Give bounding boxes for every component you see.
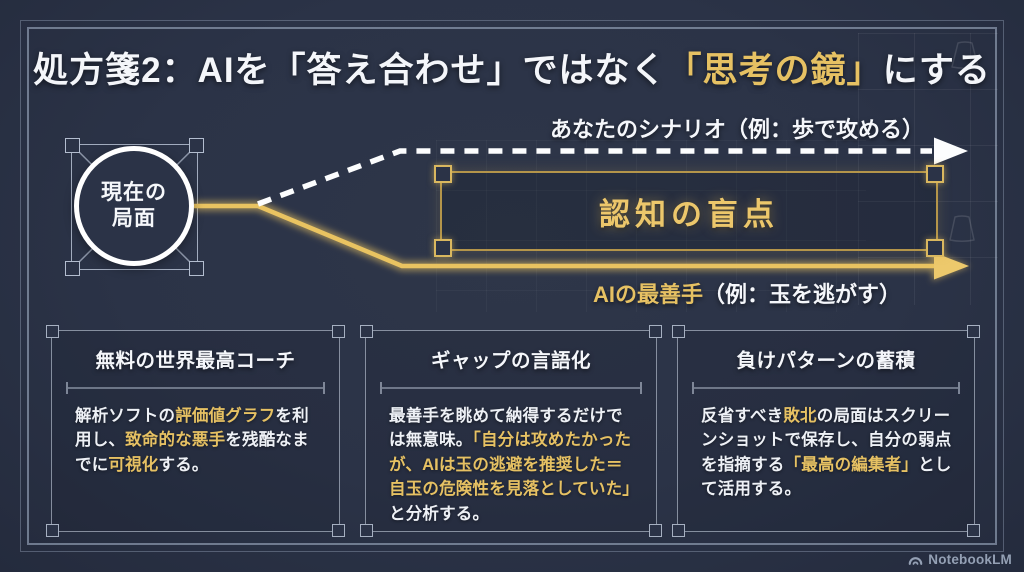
- card-free-coach: 無料の世界最高コーチ 解析ソフトの評価値グラフを利用し、致命的な悪手を残酷なまで…: [46, 325, 345, 537]
- shogi-piece-outline-icon: [949, 215, 975, 242]
- highlight-text: 致命的な悪手: [125, 431, 226, 450]
- corner-mark: [65, 261, 80, 276]
- notebooklm-logo-icon: [908, 557, 923, 565]
- page-title: 処方箋2：AIを「答え合わせ」ではなく「思考の鏡」にする: [0, 42, 1024, 93]
- notebooklm-watermark: NotebookLM: [908, 552, 1012, 567]
- corner-mark: [434, 239, 452, 257]
- plain-text: にする: [882, 51, 991, 90]
- plain-text: 最善手を眺めて納得するだけでは無意味。: [389, 407, 623, 450]
- highlight-text: 敗北: [783, 407, 817, 425]
- plain-text: 解析ソフトの: [75, 407, 176, 425]
- corner-mark: [967, 325, 980, 338]
- highlight-text: 「思考の鏡」: [666, 51, 883, 90]
- corner-mark: [189, 261, 204, 276]
- node-label-line1: 現在の: [101, 180, 167, 204]
- corner-mark: [649, 325, 662, 338]
- watermark-label: NotebookLM: [928, 552, 1012, 567]
- node-label-line2: 局面: [112, 207, 156, 230]
- corner-mark: [926, 165, 944, 183]
- highlight-text: 可視化: [108, 455, 159, 474]
- card-title: 無料の世界最高コーチ: [95, 350, 296, 372]
- corner-mark: [434, 165, 452, 183]
- highlight-text: 「最高の編集者」: [784, 455, 919, 474]
- blind-spot-box: 認知の盲点: [434, 165, 944, 257]
- plain-text: の局面はスクリーンショットで保存し、自分の弱点を指摘する: [701, 407, 952, 474]
- corner-mark: [65, 138, 80, 153]
- corner-mark: [360, 325, 373, 338]
- plain-text: と分析する。: [389, 504, 490, 523]
- plain-text: 反省すべき: [701, 407, 784, 425]
- corner-mark: [46, 524, 59, 537]
- corner-mark: [332, 325, 345, 338]
- corner-mark: [360, 524, 373, 537]
- highlight-text: 「自分は攻めたかったが、AIは玉の逃避を推奨した＝自玉の危険性を見落としていた」: [389, 431, 640, 499]
- scenario-arrowhead: [934, 137, 968, 165]
- highlight-text: 評価値グラフ: [175, 407, 276, 425]
- divider: [380, 382, 642, 394]
- corner-mark: [46, 325, 59, 338]
- divider: [692, 382, 960, 394]
- ai-arrow-label: AIの最善手（例：玉を逃がす）: [547, 277, 947, 309]
- corner-mark: [189, 138, 204, 153]
- corner-mark: [967, 524, 980, 537]
- corner-mark: [649, 524, 662, 537]
- plain-text: を利用し、: [75, 407, 309, 450]
- card-body: 反省すべき敗北の局面はスクリーンショットで保存し、自分の弱点を指摘する「最高の編…: [701, 404, 953, 502]
- plain-text: として活用する。: [701, 455, 952, 499]
- divider: [66, 382, 325, 394]
- scenario-arrow-label: あなたのシナリオ（例：歩で攻める）: [549, 117, 924, 142]
- card-body: 最善手を眺めて納得するだけでは無意味。「自分は攻めたかったが、AIは玉の逃避を推…: [389, 404, 639, 526]
- card-gap-verbalization: ギャップの言語化 最善手を眺めて納得するだけでは無意味。「自分は攻めたかったが、…: [360, 325, 662, 537]
- corner-mark: [926, 239, 944, 257]
- card-title: ギャップの言語化: [430, 350, 591, 372]
- plain-text: する。: [158, 455, 209, 474]
- corner-mark: [332, 524, 345, 537]
- ai-arrow-label-gold: AIの最善手: [592, 282, 703, 307]
- ai-arrow-label-rest: （例：玉を逃がす）: [703, 282, 902, 307]
- card-title: 負けパターンの蓄積: [736, 350, 916, 372]
- plain-text: 処方箋2：AIを「答え合わせ」ではなく: [33, 51, 667, 90]
- current-position-node: 現在の 局面: [74, 146, 194, 266]
- blind-spot-label: 認知の盲点: [599, 196, 779, 232]
- corner-mark: [672, 524, 685, 537]
- card-loss-patterns: 負けパターンの蓄積 反省すべき敗北の局面はスクリーンショットで保存し、自分の弱点…: [672, 325, 980, 537]
- card-body: 解析ソフトの評価値グラフを利用し、致命的な悪手を残酷なまでに可視化する。: [75, 404, 318, 477]
- plain-text: を残酷なまでに: [75, 431, 309, 474]
- corner-mark: [672, 325, 685, 338]
